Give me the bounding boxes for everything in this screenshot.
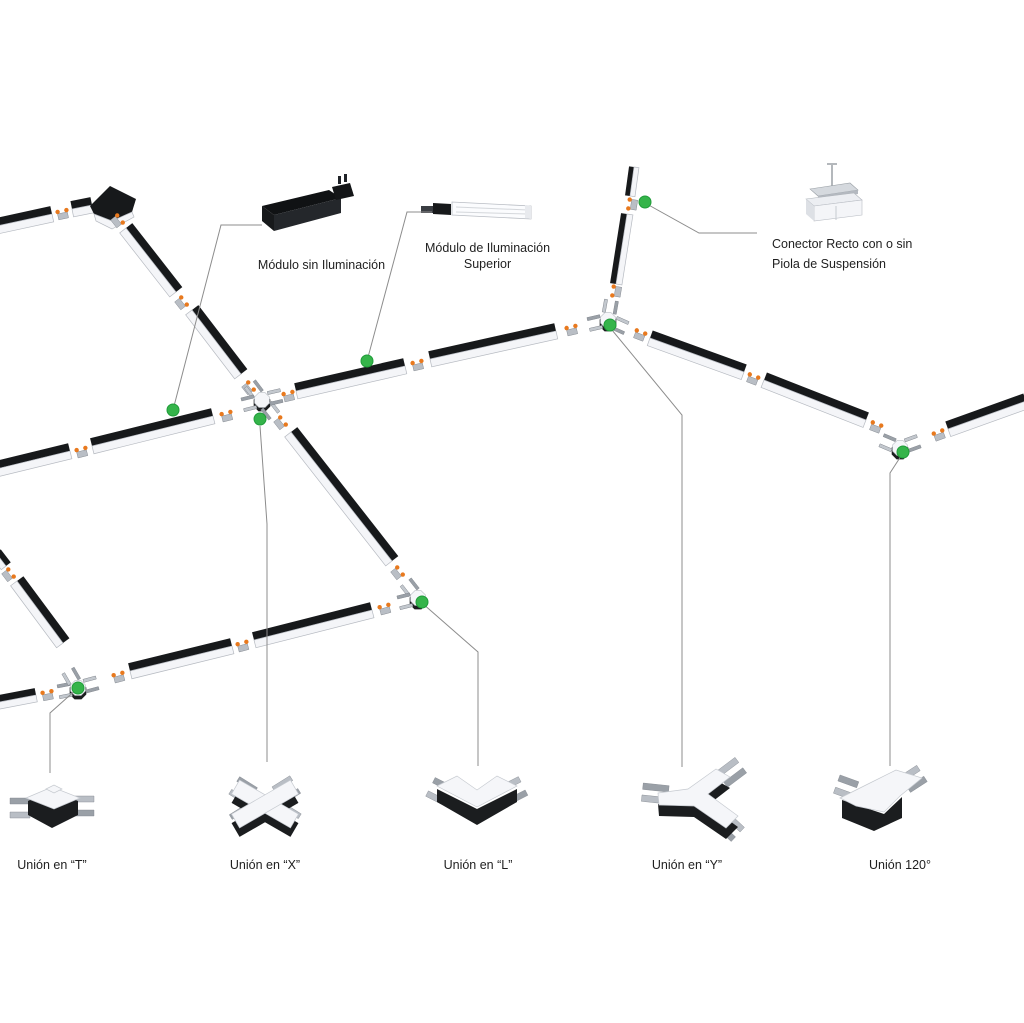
label-union-120: Unión 120°	[869, 858, 931, 872]
label-modulo-superior: Módulo de Iluminación Superior	[410, 240, 565, 272]
track-segments	[0, 166, 1024, 710]
label-union-l: Unión en “L”	[443, 858, 513, 872]
leader-line-union-120	[889, 452, 904, 766]
label-conector-recto-line2: Piola de Suspensión	[772, 257, 886, 271]
union-x-3d-icon	[228, 775, 302, 837]
leader-line-union-t	[49, 687, 79, 773]
modulo-superior-3d-image	[421, 201, 532, 220]
callout-dots	[71, 195, 910, 695]
leader-line-union-x	[259, 425, 268, 762]
modulo-sin-3d-image	[262, 174, 354, 231]
callout-dot-conector-recto	[638, 195, 652, 209]
callout-dot-modulo-sin	[166, 403, 180, 417]
label-union-t: Unión en “T”	[17, 858, 87, 872]
leader-line-union-l	[421, 602, 479, 766]
label-union-y: Unión en “Y”	[651, 858, 723, 872]
label-modulo-superior-line1: Módulo de Iluminación	[424, 241, 551, 255]
callout-dot-union-l	[415, 595, 429, 609]
union-y-3d-icon	[641, 757, 747, 842]
union-l-3d-icon	[425, 775, 529, 825]
conector-recto-3d-image	[805, 163, 863, 222]
union-t-3d-icon	[9, 784, 95, 828]
leader-line-modulo-superior	[366, 211, 432, 362]
label-union-x: Unión en “X”	[229, 858, 301, 872]
union-120-3d-icon	[833, 765, 928, 831]
leader-line-union-y	[611, 329, 683, 767]
callout-dot-modulo-superior	[360, 354, 374, 368]
callout-dot-union-t	[71, 681, 85, 695]
label-modulo-sin: Módulo sin Iluminación	[257, 258, 386, 272]
label-conector-recto: Conector Recto con o sin Piola de Suspen…	[772, 234, 972, 274]
label-conector-recto-line1: Conector Recto con o sin	[772, 237, 913, 251]
callout-dot-union-x	[253, 412, 267, 426]
track-junctions	[56, 298, 922, 700]
leader-line-conector-recto	[644, 202, 757, 234]
leader-line-modulo-sin	[172, 224, 262, 411]
callout-dot-union-120	[896, 445, 910, 459]
label-modulo-superior-line2: Superior	[463, 257, 512, 271]
track-connectors	[1, 197, 946, 702]
callout-dot-union-y	[603, 318, 617, 332]
leader-lines	[49, 202, 904, 773]
